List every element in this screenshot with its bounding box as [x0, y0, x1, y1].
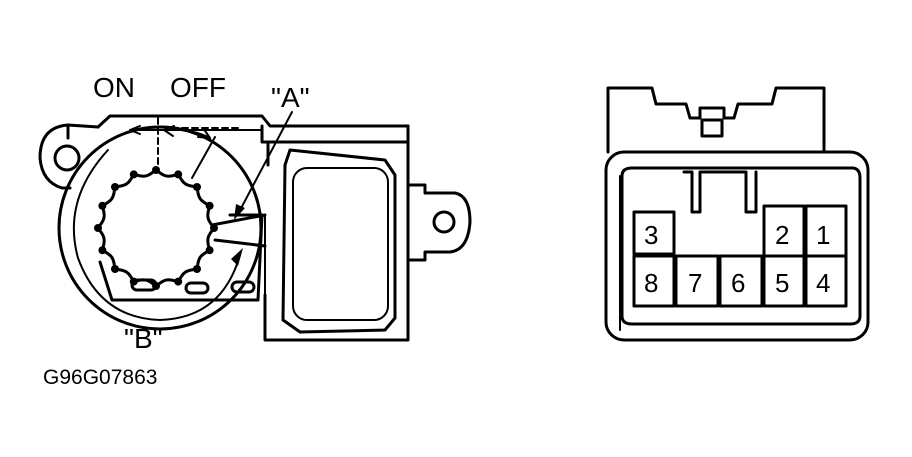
point-b-arrow: [72, 149, 243, 321]
right-mounting-tab: [406, 183, 472, 262]
gear-tooth: [98, 246, 107, 255]
gear-tooth: [98, 201, 107, 210]
slot-right: [230, 280, 256, 294]
pin-cell-8: [632, 254, 676, 308]
connector: 3 2 1 8 7 6 5 4: [604, 86, 870, 342]
pin-numbers: 3 2 1 8 7 6 5 4: [644, 220, 830, 298]
gear-tooth: [111, 265, 119, 273]
off-label: OFF: [170, 72, 226, 103]
gear-tooth: [111, 183, 119, 191]
gear-tooth: [193, 183, 201, 191]
on-off-indicator: [129, 117, 243, 179]
switch-assembly: ON OFF "A" "B": [38, 72, 472, 354]
pin-number: 5: [775, 268, 789, 298]
gear-tooth: [129, 170, 138, 179]
pin-cell-6: [718, 254, 764, 308]
pin-number: 2: [775, 220, 789, 250]
pin-number: 3: [644, 220, 658, 250]
pin-cell-4: [804, 254, 848, 308]
serrated-gear: [94, 166, 218, 290]
pin-number: 4: [816, 268, 830, 298]
gear-tooth: [205, 201, 214, 210]
pin-number: 1: [816, 220, 830, 250]
left-mounting-tab: [38, 123, 100, 190]
on-label: ON: [93, 72, 135, 103]
point-a-arrow: [234, 111, 293, 220]
pin-number: 7: [688, 268, 702, 298]
pin-cell-3: [632, 210, 676, 256]
outer-ring: [57, 125, 263, 331]
pin-cell-5: [762, 254, 806, 308]
pin-cells: [632, 204, 848, 308]
gear-tooth: [174, 170, 183, 179]
pin-number: 6: [731, 268, 745, 298]
gear-tooth: [152, 282, 160, 290]
switch-housing: [260, 124, 410, 342]
point-b-label: "B": [124, 323, 163, 354]
point-a-label: "A": [271, 82, 310, 113]
latch-tab: [700, 118, 724, 138]
gear-tooth: [193, 265, 201, 273]
gear-tooth: [129, 277, 138, 286]
pin-cell-7: [674, 254, 720, 308]
slot-middle: [184, 281, 210, 295]
figure-code: G96G07863: [43, 366, 157, 389]
pin-number: 8: [644, 268, 658, 298]
connector-shell: [604, 150, 870, 342]
gear-tooth: [205, 246, 214, 255]
gear-tooth: [94, 224, 102, 232]
gear-tooth: [174, 277, 183, 286]
